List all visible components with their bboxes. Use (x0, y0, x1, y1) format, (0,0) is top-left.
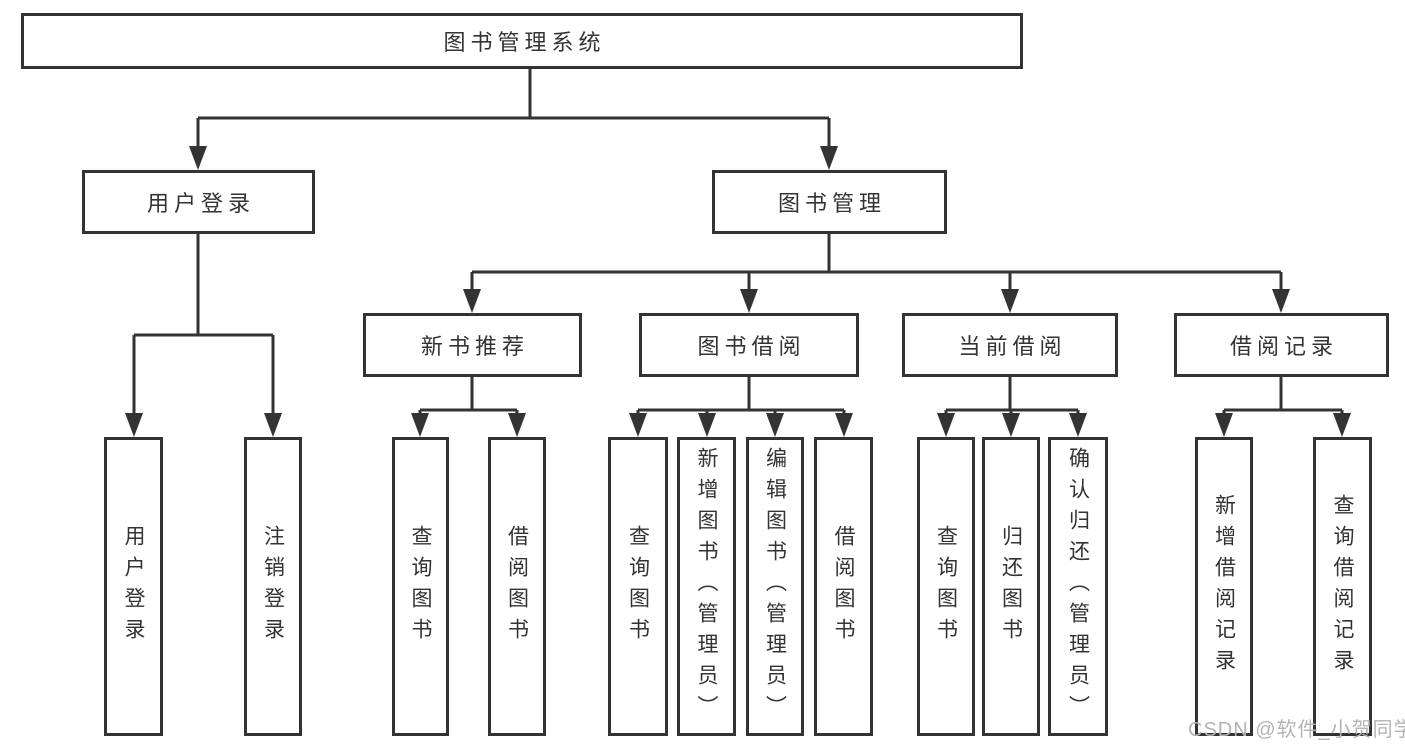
node-borrow-records: 借阅记录 (1174, 313, 1389, 377)
arrow-down-icon (740, 289, 758, 313)
arrow-down-icon (1272, 289, 1290, 313)
leaf-borrow-book-borrow-label: 借阅图书 (832, 524, 855, 649)
leaf-query-borrow-record-label: 查询借阅记录 (1331, 493, 1354, 680)
arrow-down-icon (411, 413, 429, 437)
leaf-logout: 注销登录 (244, 437, 302, 736)
node-current-borrow-label: 当前借阅 (958, 334, 1067, 359)
leaf-query-book-recommend: 查询图书 (392, 437, 449, 736)
leaf-logout-label: 注销登录 (261, 524, 285, 649)
connector-current-borrow-to-leaves (937, 377, 1087, 437)
leaf-add-borrow-record-label: 新增借阅记录 (1212, 493, 1236, 680)
leaf-add-borrow-record: 新增借阅记录 (1195, 437, 1253, 736)
node-book-management-label: 图书管理 (777, 191, 886, 216)
leaf-return-book: 归还图书 (982, 437, 1040, 736)
leaf-edit-book-admin: 编辑图书（管理员） (746, 437, 804, 736)
node-root: 图书管理系统 (21, 13, 1023, 69)
leaf-add-book-admin: 新增图书（管理员） (677, 437, 736, 736)
connector-user-login-to-leaves (125, 234, 282, 437)
leaf-borrow-book-recommend-label: 借阅图书 (505, 524, 529, 649)
arrow-down-icon (698, 413, 716, 437)
leaf-query-book-recommend-label: 查询图书 (409, 524, 432, 649)
watermark: CSDN @软件_小贺同学 (1188, 719, 1405, 741)
arrow-down-icon (189, 146, 207, 170)
arrow-down-icon (1002, 413, 1020, 437)
node-borrow-records-label: 借阅记录 (1229, 334, 1338, 359)
connector-root-to-level2 (189, 69, 838, 170)
arrow-down-icon (1333, 413, 1351, 437)
leaf-query-book-borrow-label: 查询图书 (626, 524, 650, 649)
arrow-down-icon (1001, 289, 1019, 313)
leaf-borrow-book-borrow: 借阅图书 (814, 437, 873, 736)
leaf-user-login-label: 用户登录 (122, 524, 145, 649)
node-user-login-label: 用户登录 (146, 191, 255, 216)
connector-borrow-records-to-leaves (1215, 377, 1351, 437)
node-user-login: 用户登录 (82, 170, 315, 234)
arrow-down-icon (125, 413, 143, 437)
node-book-borrow: 图书借阅 (639, 313, 859, 377)
connector-book-management-to-level3 (463, 234, 1290, 313)
connector-new-book-recommend-to-leaves (411, 377, 526, 437)
arrow-down-icon (1215, 413, 1233, 437)
arrow-down-icon (835, 413, 853, 437)
arrow-down-icon (820, 146, 838, 170)
leaf-query-book-borrow: 查询图书 (608, 437, 668, 736)
node-new-book-recommend: 新书推荐 (363, 313, 582, 377)
arrow-down-icon (508, 413, 526, 437)
arrow-down-icon (937, 413, 955, 437)
connector-book-borrow-to-leaves (629, 377, 853, 437)
leaf-query-book-current-label: 查询图书 (934, 524, 958, 649)
arrow-down-icon (463, 289, 481, 313)
leaf-return-book-label: 归还图书 (999, 524, 1023, 649)
arrow-down-icon (629, 413, 647, 437)
arrow-down-icon (766, 413, 784, 437)
leaf-edit-book-admin-label: 编辑图书（管理员） (763, 447, 787, 726)
leaf-query-borrow-record: 查询借阅记录 (1313, 437, 1372, 736)
arrow-down-icon (1069, 413, 1087, 437)
node-book-management: 图书管理 (712, 170, 947, 234)
leaf-confirm-return-admin: 确认归还（管理员） (1048, 437, 1108, 736)
leaf-query-book-current: 查询图书 (917, 437, 975, 736)
arrow-down-icon (264, 413, 282, 437)
leaf-add-book-admin-label: 新增图书（管理员） (695, 447, 718, 726)
leaf-borrow-book-recommend: 借阅图书 (488, 437, 546, 736)
node-root-label: 图书管理系统 (443, 30, 606, 55)
leaf-user-login: 用户登录 (104, 437, 163, 736)
node-current-borrow: 当前借阅 (902, 313, 1118, 377)
leaf-confirm-return-admin-label: 确认归还（管理员） (1066, 447, 1090, 726)
node-new-book-recommend-label: 新书推荐 (420, 334, 529, 359)
node-book-borrow-label: 图书借阅 (697, 334, 806, 359)
